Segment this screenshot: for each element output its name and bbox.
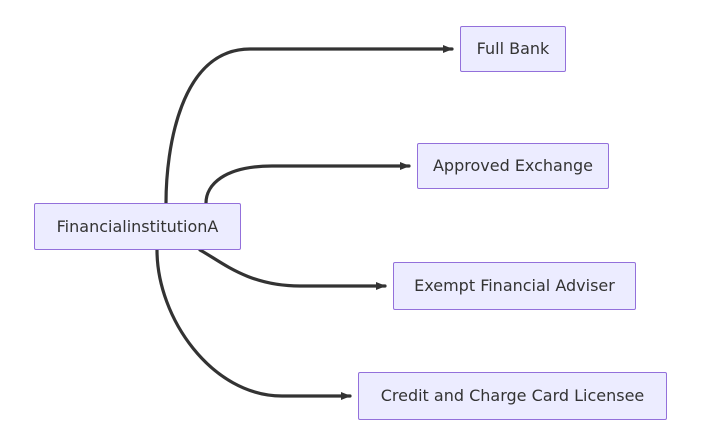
node-exempt-financial-adviser[interactable]: Exempt Financial Adviser xyxy=(393,262,636,310)
node-full-bank[interactable]: Full Bank xyxy=(460,26,566,72)
node-credit-and-charge-card-licensee[interactable]: Credit and Charge Card Licensee xyxy=(358,372,667,420)
edge-source-to-exempt-financial-adviser xyxy=(198,248,387,290)
node-label: Exempt Financial Adviser xyxy=(414,276,615,296)
node-financialinstitutiona[interactable]: FinancialinstitutionA xyxy=(34,203,241,250)
edge-source-to-approved-exchange xyxy=(204,162,411,205)
node-approved-exchange[interactable]: Approved Exchange xyxy=(417,143,609,189)
node-label: Credit and Charge Card Licensee xyxy=(380,386,645,406)
edge-source-to-full-bank xyxy=(164,45,454,205)
node-label: Full Bank xyxy=(476,39,550,59)
node-label: Approved Exchange xyxy=(432,156,593,176)
node-label: FinancialinstitutionA xyxy=(56,216,219,236)
edge-source-to-credit-and-charge-card-licensee xyxy=(155,248,352,400)
